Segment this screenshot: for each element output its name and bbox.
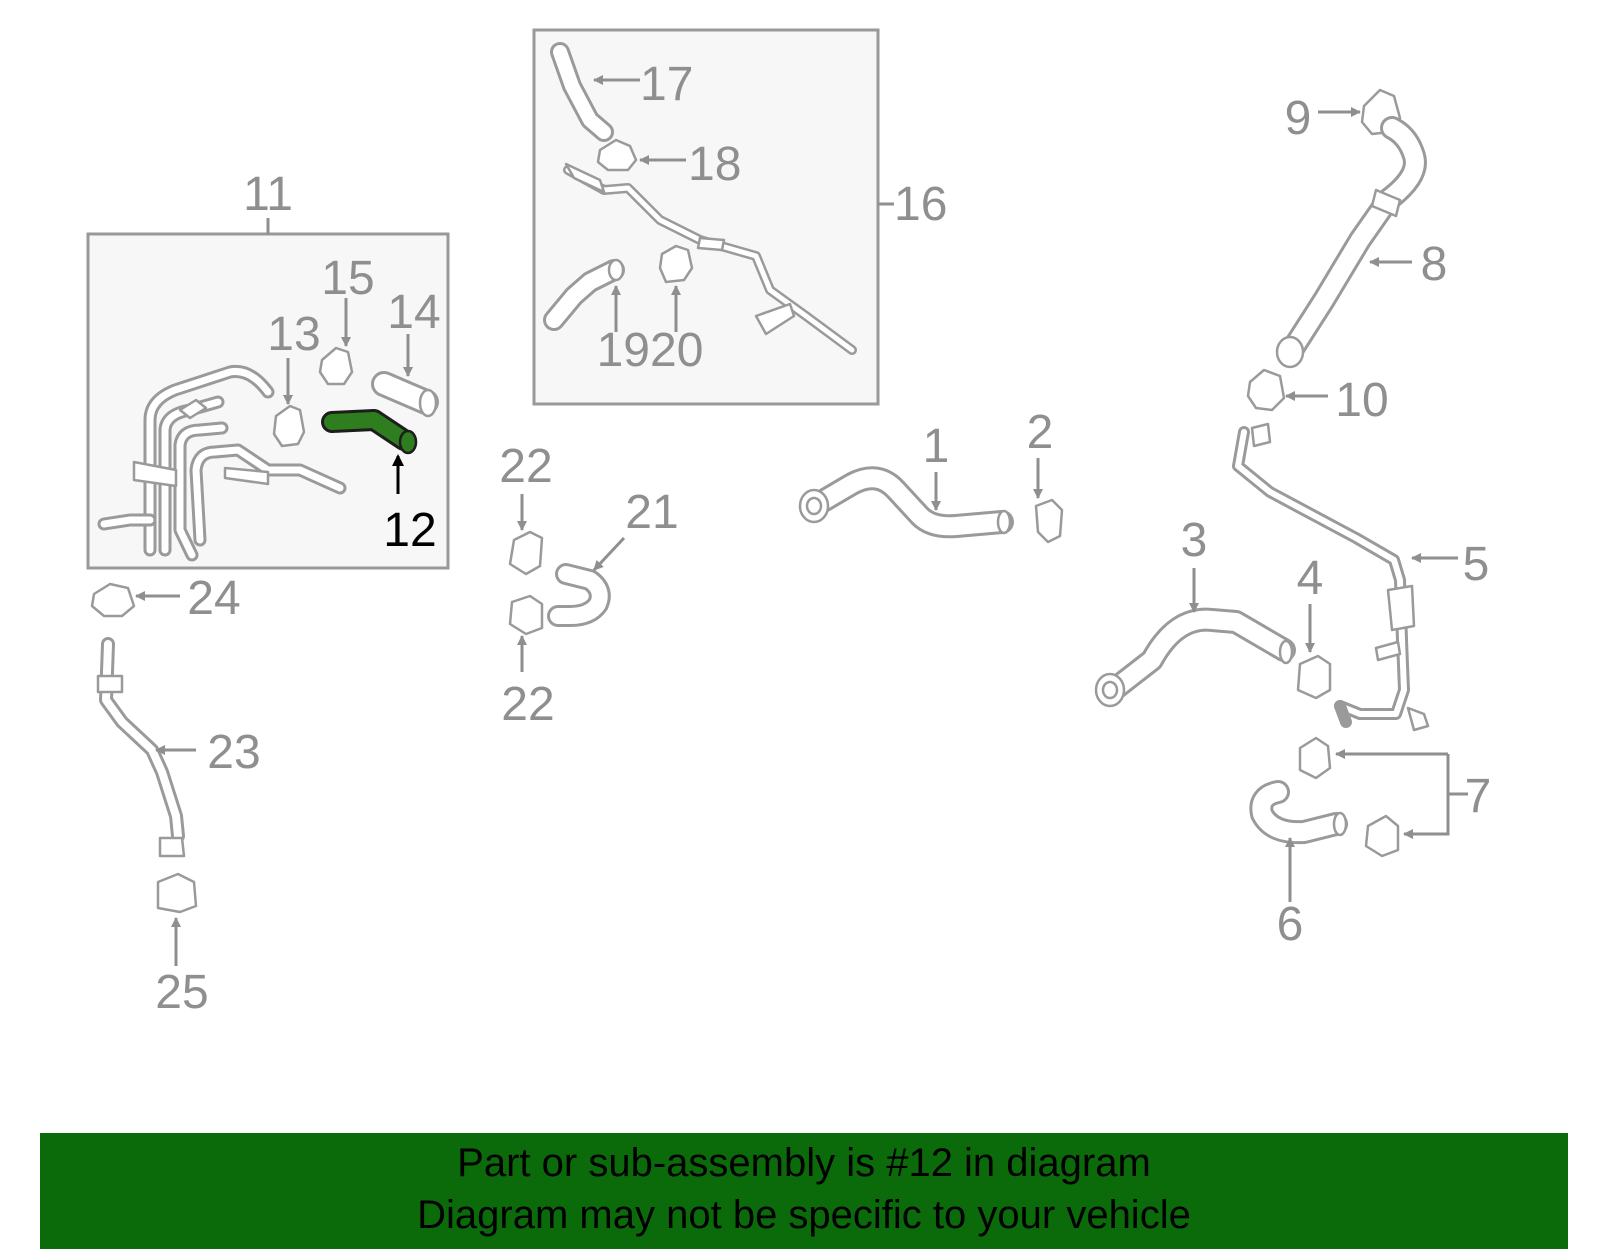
callout-7: 7 — [1465, 770, 1492, 823]
callout-10: 10 — [1335, 374, 1388, 427]
part-3-hose — [1094, 607, 1296, 708]
part-13-clamp — [272, 404, 306, 448]
part-25-clamp — [156, 872, 198, 914]
callout-22-upper: 22 — [499, 440, 552, 493]
callout-1: 1 — [923, 420, 950, 473]
part-21-hose — [547, 563, 611, 627]
leader-lines — [135, 75, 1468, 966]
banner-line-part: Part or sub-assembly is #12 in diagram — [457, 1141, 1151, 1185]
part-22-clamp-lower — [508, 594, 544, 636]
callout-labels: 11 15 14 13 12 17 18 16 19 20 1 2 22 21 … — [155, 58, 1491, 1019]
part-10-clamp — [1246, 368, 1286, 412]
callout-24: 24 — [187, 572, 240, 625]
callout-21: 21 — [625, 486, 678, 539]
part-18-clamp — [596, 138, 638, 172]
callout-20: 20 — [650, 324, 703, 377]
part-7-clamp-lower — [1364, 814, 1400, 858]
callout-11: 11 — [243, 168, 293, 221]
part-20-clamp — [658, 244, 694, 284]
callout-9: 9 — [1285, 92, 1312, 145]
callout-5: 5 — [1463, 538, 1490, 591]
callout-12: 12 — [383, 504, 436, 557]
assembly-box-16 — [532, 28, 894, 406]
part-1-hose — [798, 466, 1014, 539]
part-11-pipe-bundle — [97, 364, 347, 562]
part-info-banner: Part or sub-assembly is #12 in diagram D… — [40, 1133, 1568, 1249]
part-12-hose-highlighted — [321, 409, 418, 455]
part-5-pipe — [1232, 422, 1430, 732]
part-15-clamp — [318, 346, 354, 386]
banner-line-disclaimer: Diagram may not be specific to your vehi… — [417, 1193, 1191, 1237]
callout-4: 4 — [1297, 552, 1324, 605]
part-4-clamp — [1296, 654, 1332, 700]
callout-13: 13 — [267, 308, 320, 361]
callout-16: 16 — [894, 178, 947, 231]
callout-23: 23 — [207, 726, 260, 779]
callout-6: 6 — [1277, 898, 1304, 951]
part-8-hose — [1275, 116, 1427, 369]
part-17-hose — [550, 42, 614, 142]
part-24-clamp — [90, 582, 136, 618]
part-6-hose — [1249, 780, 1348, 845]
part-2-clamp — [1034, 498, 1064, 544]
callout-25: 25 — [155, 966, 208, 1019]
part-16-pipe — [563, 162, 857, 355]
part-22-clamp-upper — [508, 530, 544, 576]
part-7-clamp-upper — [1298, 736, 1332, 780]
part-14-sleeve — [371, 371, 439, 418]
callout-2: 2 — [1027, 406, 1054, 459]
callout-8: 8 — [1421, 238, 1448, 291]
callout-17: 17 — [640, 58, 693, 111]
callout-14: 14 — [387, 286, 440, 339]
part-23-pipe — [96, 637, 186, 858]
callout-18: 18 — [688, 138, 741, 191]
callout-3: 3 — [1181, 514, 1208, 567]
callout-15: 15 — [321, 252, 374, 305]
callout-19: 19 — [597, 324, 650, 377]
callout-22-lower: 22 — [501, 678, 554, 731]
part-19-hose — [543, 258, 625, 331]
